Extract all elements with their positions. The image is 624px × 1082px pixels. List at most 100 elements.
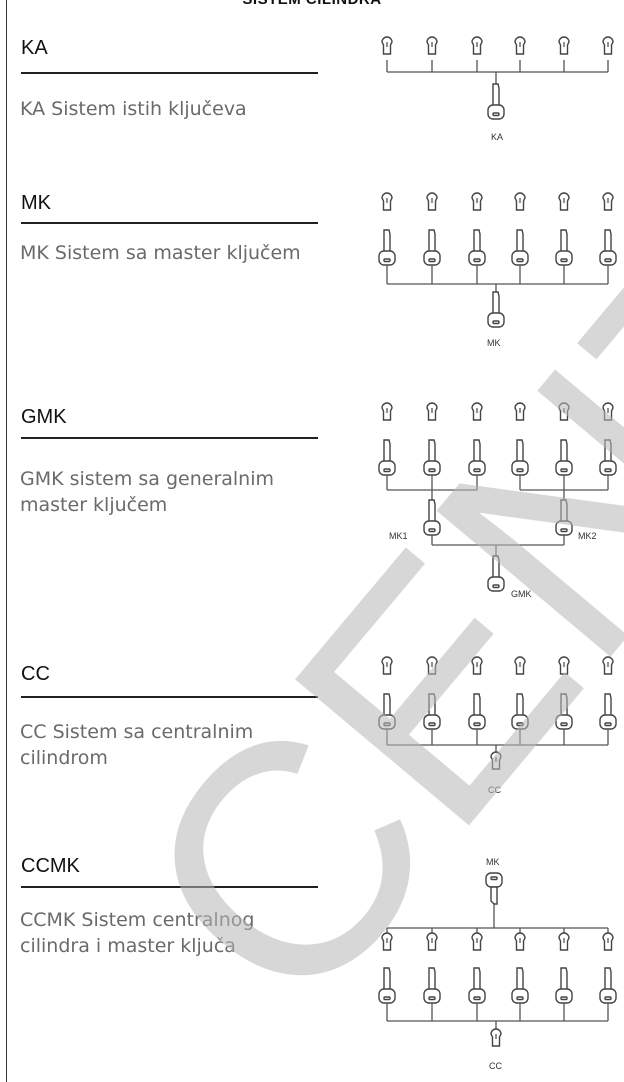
diagram-label-mk: MK <box>487 338 501 348</box>
key-blade-icon <box>604 229 612 253</box>
key-blade-icon <box>560 439 568 463</box>
cylinder-icon <box>558 656 570 675</box>
key-slot <box>516 722 524 727</box>
key-bow-icon <box>378 988 396 1004</box>
cylinder-icon <box>381 192 393 211</box>
key-slot <box>560 258 568 263</box>
section-description-gmk: GMK sistem sa generalnim master ključem <box>20 468 275 516</box>
key-blade-icon <box>604 967 612 991</box>
key-blade-icon <box>560 967 568 991</box>
key-bow-icon <box>555 520 573 536</box>
key-bow-icon <box>599 714 617 730</box>
diagram-label-mk2: MK2 <box>578 531 597 541</box>
section-divider-cc <box>21 696 318 698</box>
key-slot <box>428 722 436 727</box>
key-slot <box>492 112 500 117</box>
cylinder-icon <box>426 36 438 55</box>
section-description-mk: MK Sistem sa master ključem <box>20 242 301 264</box>
page-frame-left-border <box>6 0 7 1082</box>
cylinder-icon <box>514 36 526 55</box>
cylinder-icon <box>381 656 393 675</box>
key-slot <box>428 528 436 533</box>
key-bow-icon <box>487 104 505 120</box>
key-slot <box>473 258 481 263</box>
key-bow-icon <box>378 714 396 730</box>
key-slot <box>516 468 524 473</box>
key-slot <box>473 996 481 1001</box>
diagram-label-ccmk-cc: CC <box>489 1061 502 1071</box>
cylinder-icon <box>558 36 570 55</box>
key-blade-icon <box>560 229 568 253</box>
diagram-label-cc: CC <box>488 785 501 795</box>
key-blade-icon <box>473 439 481 463</box>
key-blade-icon <box>490 886 498 905</box>
section-heading-ccmk: CCMK <box>21 855 80 877</box>
key-slot <box>560 468 568 473</box>
key-blade-icon <box>473 229 481 253</box>
key-slot <box>492 584 500 589</box>
cylinder-icon <box>471 656 483 675</box>
key-bow-icon <box>487 312 505 328</box>
key-bow-icon <box>511 988 529 1004</box>
key-bow-icon <box>423 250 441 266</box>
key-slot <box>490 876 498 881</box>
key-blade-icon <box>516 693 524 717</box>
key-bow-icon <box>511 714 529 730</box>
key-bow-icon <box>468 714 486 730</box>
key-slot <box>516 996 524 1001</box>
diagram-label-mk1: MK1 <box>389 531 408 541</box>
key-blade-icon <box>604 439 612 463</box>
section-description-ccmk: CCMK Sistem centralnog cilindra i master… <box>20 909 255 957</box>
key-slot <box>604 468 612 473</box>
page-title: SISTEM CILINDRA <box>0 0 624 8</box>
cylinder-icon <box>381 932 393 951</box>
key-blade-icon <box>560 499 568 523</box>
key-bow-icon <box>423 988 441 1004</box>
key-slot <box>473 722 481 727</box>
key-slot <box>604 258 612 263</box>
key-blade-icon <box>428 439 436 463</box>
key-blade-icon <box>492 291 500 315</box>
cylinder-icon <box>471 192 483 211</box>
cylinder-icon <box>602 192 614 211</box>
cylinder-icon <box>514 656 526 675</box>
key-slot <box>560 528 568 533</box>
key-blade-icon <box>492 83 500 107</box>
key-slot <box>383 722 391 727</box>
section-heading-mk: MK <box>21 192 51 214</box>
mk-diagram <box>378 192 617 328</box>
key-blade-icon <box>473 693 481 717</box>
key-bow-icon <box>378 250 396 266</box>
cylinder-icon <box>558 402 570 421</box>
key-blade-icon <box>383 693 391 717</box>
key-bow-icon <box>378 460 396 476</box>
section-divider-ccmk <box>21 886 318 888</box>
key-bow-icon <box>487 576 505 592</box>
key-bow-icon <box>555 460 573 476</box>
key-blade-icon <box>383 229 391 253</box>
key-bow-icon <box>468 460 486 476</box>
diagram-label-gmk: GMK <box>511 589 532 599</box>
gmk-diagram <box>378 402 617 592</box>
cylinder-icon <box>381 36 393 55</box>
cylinder-icon <box>471 932 483 951</box>
key-bow-icon <box>599 988 617 1004</box>
key-slot <box>428 468 436 473</box>
key-blade-icon <box>516 439 524 463</box>
cylinder-icon <box>426 656 438 675</box>
key-bow-icon <box>423 460 441 476</box>
cylinder-icon <box>471 402 483 421</box>
key-slot <box>492 320 500 325</box>
cc-diagram <box>378 656 617 770</box>
cylinder-icon <box>426 932 438 951</box>
key-slot <box>383 996 391 1001</box>
key-blade-icon <box>428 693 436 717</box>
cylinder-icon <box>514 192 526 211</box>
key-slot <box>604 996 612 1001</box>
key-slot <box>428 996 436 1001</box>
cylinder-icon <box>426 192 438 211</box>
key-slot <box>560 996 568 1001</box>
key-slot <box>516 258 524 263</box>
section-description-cc: CC Sistem sa centralnim cilindrom <box>20 721 254 769</box>
key-blade-icon <box>604 693 612 717</box>
